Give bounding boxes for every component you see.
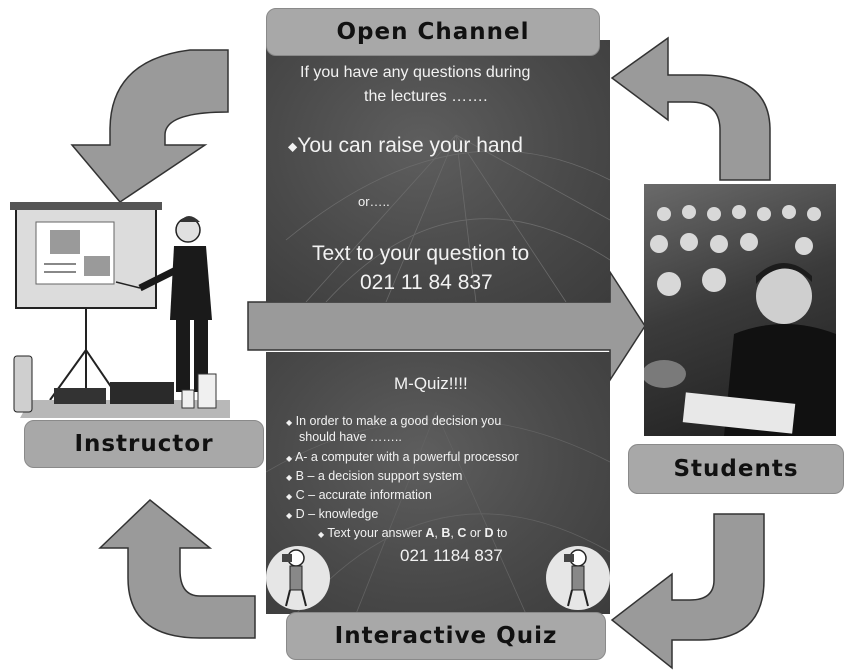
quiz-option-a-text: A- a computer with a powerful processor	[294, 450, 519, 464]
quiz-option-c: ◆ C – accurate information	[286, 488, 432, 502]
quiz-option-d-text: D – knowledge	[295, 507, 379, 521]
quiz-bullet-icon: ◆	[286, 418, 293, 427]
center-arrow	[247, 269, 646, 383]
quiz-slide: M-Quiz!!!! ◆ In order to make a good dec…	[266, 352, 610, 614]
quiz-option-d: ◆ D – knowledge	[286, 507, 378, 521]
mobile-phone-icon	[13, 355, 33, 413]
answer-to: to	[493, 526, 508, 540]
cartoon-right-icon	[546, 546, 610, 610]
quiz-question-line2: should have ……..	[299, 430, 402, 444]
answer-or: or	[466, 526, 485, 540]
slide-or-text: or…..	[358, 194, 390, 209]
quiz-bullet-icon: ◆	[286, 473, 293, 482]
glass-icon	[181, 389, 195, 409]
instructor-label: Instructor	[24, 420, 264, 468]
curved-arrow-bottom-right	[610, 513, 765, 670]
curved-arrow-bottom-left	[98, 499, 256, 639]
quiz-option-a: ◆ A- a computer with a powerful processo…	[286, 450, 519, 464]
quiz-bullet-icon: ◆	[318, 530, 325, 539]
answer-d: D	[484, 526, 494, 540]
cartoon-left-icon	[266, 546, 330, 610]
telephone-icon	[110, 382, 174, 404]
students-photo	[644, 184, 836, 436]
answer-c: C	[457, 526, 467, 540]
slide-bullet: ◆You can raise your hand	[288, 134, 523, 158]
quiz-option-b-text: B – a decision support system	[295, 469, 463, 483]
curved-arrow-top-left	[70, 49, 229, 203]
pitcher-icon	[197, 373, 217, 409]
students-label: Students	[628, 444, 844, 494]
answer-a: A	[425, 526, 435, 540]
laptop-icon	[54, 388, 106, 404]
quiz-background-lines	[266, 411, 610, 614]
slide-text-line2: the lectures …….	[364, 88, 488, 105]
slide-phone-number: 021 11 84 837	[360, 271, 493, 294]
slide-bullet-text: You can raise your hand	[297, 134, 523, 157]
quiz-question: ◆ In order to make a good decision you s…	[286, 414, 501, 445]
quiz-phone-number: 021 1184 837	[400, 546, 503, 565]
instructor-illustration	[10, 202, 230, 418]
curved-arrow-top-right	[610, 36, 771, 181]
interactive-quiz-label: Interactive Quiz	[286, 612, 606, 660]
open-channel-slide: If you have any questions during the lec…	[266, 40, 610, 302]
quiz-option-c-text: C – accurate information	[295, 488, 432, 502]
open-channel-label: Open Channel	[266, 8, 600, 56]
quiz-option-b: ◆ B – a decision support system	[286, 469, 462, 483]
quiz-bullet-icon: ◆	[286, 511, 293, 520]
quiz-title: M-Quiz!!!!	[394, 374, 468, 393]
slide-text-question: Text to your question to	[312, 242, 530, 265]
diamond-bullet-icon: ◆	[288, 139, 298, 154]
students-photo-illustration	[644, 205, 836, 436]
slide-background-lines	[285, 134, 610, 302]
quiz-bullet-icon: ◆	[286, 492, 293, 501]
student-head	[756, 268, 812, 324]
answer-b: B	[441, 526, 451, 540]
answer-prefix: Text your answer	[327, 526, 426, 540]
quiz-answer-instruction: ◆ Text your answer A, B, C or D to	[318, 526, 508, 540]
slide-text-line1: If you have any questions during	[300, 64, 531, 81]
quiz-question-line1: In order to make a good decision you	[295, 414, 502, 428]
quiz-bullet-icon: ◆	[286, 454, 293, 463]
